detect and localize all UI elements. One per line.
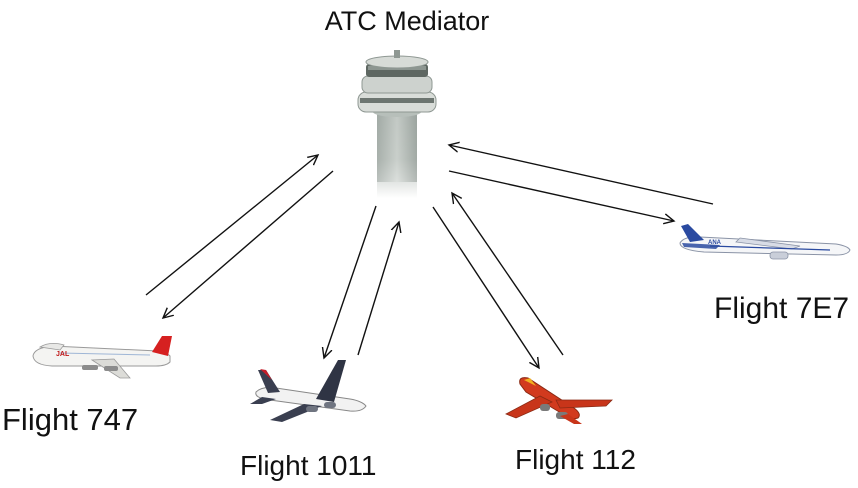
flight-1011-label: Flight 1011 xyxy=(240,450,377,481)
airplane-icon xyxy=(505,377,613,424)
arrow-mediator-to-747 xyxy=(163,170,334,318)
flight-747-label: Flight 747 xyxy=(2,402,139,437)
arrow-747-to-mediator xyxy=(145,155,318,296)
airplane-icon xyxy=(250,360,367,422)
arrow-mediator-to-1011 xyxy=(324,205,377,358)
airplane-icon: ANA xyxy=(679,224,851,260)
flight-7e7-label: Flight 7E7 xyxy=(714,292,850,325)
flight-112-label: Flight 112 xyxy=(515,444,636,475)
arrow-1011-to-mediator xyxy=(357,222,399,356)
arrow-mediator-to-7e7 xyxy=(448,170,674,221)
arrow-7e7-to-mediator xyxy=(449,145,714,205)
svg-text:ANA: ANA xyxy=(708,240,722,246)
airplane-icon: JAL xyxy=(32,336,172,379)
control-tower-icon xyxy=(357,50,437,198)
arrow-mediator-to-112 xyxy=(432,206,539,368)
arrow-112-to-mediator xyxy=(452,193,564,356)
atc-mediator-label: ATC Mediator xyxy=(324,6,490,36)
svg-text:JAL: JAL xyxy=(56,351,70,358)
